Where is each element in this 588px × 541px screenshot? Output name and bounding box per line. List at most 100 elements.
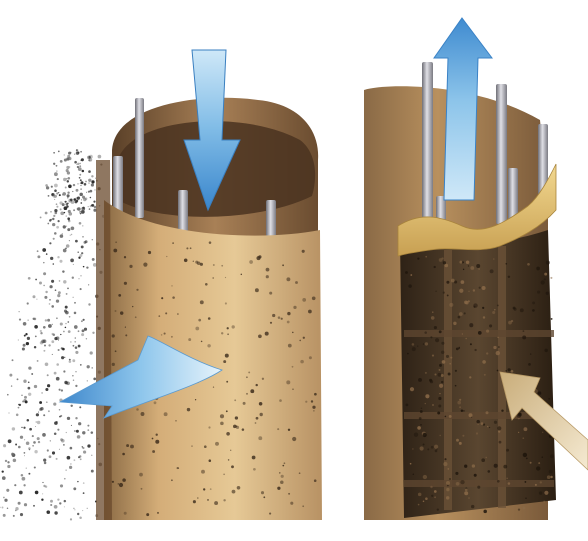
particle (94, 206, 97, 209)
tube-speckle (284, 462, 286, 464)
particle (60, 322, 63, 325)
particle (45, 388, 48, 391)
particle (67, 197, 68, 198)
particle (69, 360, 72, 363)
particle (91, 431, 94, 434)
particle (6, 489, 9, 492)
tube-speckle (255, 422, 257, 424)
particle (3, 444, 6, 447)
particle (88, 206, 89, 207)
core-speckle (435, 338, 439, 342)
particle (54, 195, 57, 198)
tube-speckle (213, 386, 214, 387)
particle (19, 491, 23, 495)
particle (57, 294, 60, 297)
core-speckle (482, 307, 484, 309)
particle (90, 190, 93, 193)
tube-speckle (302, 505, 304, 507)
particle (42, 493, 43, 494)
right-rod (422, 62, 433, 232)
particle (26, 468, 27, 469)
particle (73, 184, 75, 186)
particle (56, 336, 60, 340)
core-speckle (442, 360, 446, 364)
core-speckle (446, 355, 449, 358)
particle (57, 498, 59, 500)
tube-speckle (270, 322, 272, 324)
core-speckle (459, 442, 462, 445)
particle (71, 234, 72, 235)
particle (31, 373, 33, 375)
particle (49, 242, 51, 244)
particle (69, 316, 71, 318)
core-speckle (441, 342, 444, 345)
particle (57, 429, 59, 431)
particle (33, 295, 36, 298)
particle (41, 340, 45, 344)
particle (66, 244, 70, 248)
core-speckle (490, 269, 494, 273)
core-speckle (447, 294, 449, 296)
particle (64, 381, 67, 384)
particle (45, 184, 48, 187)
core-speckle (410, 463, 412, 465)
core-speckle (449, 363, 451, 365)
core-speckle (446, 481, 450, 485)
tube-speckle (252, 456, 256, 460)
particle (81, 320, 83, 322)
particle (75, 417, 77, 419)
core-speckle (430, 486, 432, 488)
particle (43, 285, 44, 286)
particle (73, 209, 75, 211)
tube-speckle (148, 251, 151, 254)
core-speckle (423, 501, 425, 503)
core-speckle (431, 446, 434, 449)
tube-speckle (139, 473, 143, 477)
particle (68, 220, 71, 223)
particle (59, 194, 61, 196)
particle (87, 425, 89, 427)
particle (34, 325, 38, 329)
core-speckle (525, 497, 526, 498)
tube-speckle (226, 381, 228, 383)
core-speckle (472, 464, 475, 467)
particle (35, 279, 37, 281)
particle (66, 432, 67, 433)
tube-speckle (225, 277, 226, 278)
particle (70, 463, 71, 464)
tube-speckle (228, 459, 230, 461)
particle (66, 216, 67, 217)
core-speckle (546, 261, 550, 265)
particle (74, 430, 76, 432)
core-speckle (468, 291, 469, 292)
tube-speckle (248, 371, 250, 373)
tube-speckle (272, 314, 275, 317)
particle (72, 375, 73, 376)
particle (77, 251, 78, 252)
particle (70, 341, 71, 342)
particle (72, 359, 75, 362)
particle (78, 330, 80, 332)
core-speckle (486, 411, 489, 414)
core-speckle (412, 448, 413, 449)
core-speckle (441, 374, 444, 377)
particle (24, 439, 25, 440)
particle (67, 180, 69, 182)
core-speckle (506, 449, 509, 452)
core-speckle (466, 260, 470, 264)
tube-speckle (164, 333, 166, 335)
particle (81, 333, 84, 336)
tube-speckle (280, 481, 284, 485)
core-speckle (417, 426, 421, 430)
core-speckle (406, 404, 409, 407)
particle (51, 186, 53, 188)
particle (60, 415, 62, 417)
tube-speckle (305, 401, 307, 403)
core-speckle (419, 446, 423, 450)
tube-speckle (124, 256, 126, 258)
tube-speckle (299, 340, 301, 342)
tube-speckle (314, 479, 317, 482)
left-rod (178, 190, 188, 235)
core-speckle (470, 266, 474, 270)
core-speckle (471, 417, 472, 418)
